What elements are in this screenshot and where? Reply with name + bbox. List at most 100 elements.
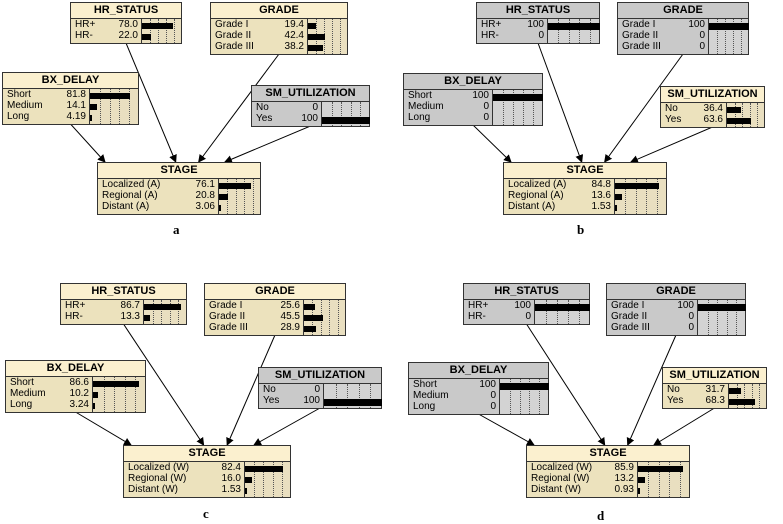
state-row[interactable]: Localized (A)76.1 bbox=[98, 179, 218, 190]
probability-bars bbox=[323, 384, 382, 408]
state-name: Long bbox=[408, 112, 431, 123]
bar-gridline bbox=[124, 377, 126, 412]
probability-bars bbox=[614, 179, 666, 214]
state-row[interactable]: HR+86.7 bbox=[61, 300, 143, 311]
bar-gridline bbox=[658, 462, 660, 497]
state-value: 1.53 bbox=[591, 201, 611, 212]
state-row[interactable]: HR+100 bbox=[464, 300, 534, 311]
state-row[interactable]: HR-22.0 bbox=[71, 30, 141, 41]
state-row[interactable]: HR-0 bbox=[477, 30, 547, 41]
state-value: 0 bbox=[688, 322, 694, 333]
state-row[interactable]: HR-0 bbox=[464, 311, 534, 322]
state-row[interactable]: Distant (W)1.53 bbox=[124, 484, 244, 495]
state-row[interactable]: Regional (W)13.2 bbox=[527, 473, 637, 484]
dependency-edge bbox=[472, 124, 512, 163]
state-row[interactable]: Localized (A)84.8 bbox=[504, 179, 614, 190]
bar-gridline bbox=[509, 379, 511, 414]
state-row[interactable]: Distant (A)1.53 bbox=[504, 201, 614, 212]
bar-gridline bbox=[742, 103, 744, 127]
probability-bar bbox=[548, 22, 600, 30]
state-row[interactable]: Regional (A)13.6 bbox=[504, 190, 614, 201]
state-name: Medium bbox=[408, 101, 444, 112]
probability-bars bbox=[726, 103, 764, 127]
state-value: 16.0 bbox=[221, 473, 241, 484]
state-row[interactable]: Distant (W)0.93 bbox=[527, 484, 637, 495]
state-row[interactable]: HR+78.0 bbox=[71, 19, 141, 30]
bar-gridline bbox=[557, 300, 558, 324]
bar-gridline bbox=[329, 300, 331, 335]
panel-label: c bbox=[203, 506, 209, 521]
bar-gridline bbox=[370, 384, 372, 408]
state-name: Grade II bbox=[209, 311, 246, 322]
state-row[interactable]: HR-13.3 bbox=[61, 311, 143, 322]
state-row[interactable]: Distant (A)3.06 bbox=[98, 201, 218, 212]
state-name: Short bbox=[7, 89, 31, 100]
state-row[interactable]: Regional (A)20.8 bbox=[98, 190, 218, 201]
state-name: No bbox=[256, 102, 269, 113]
state-row[interactable]: Localized (W)82.4 bbox=[124, 462, 244, 473]
node-title: GRADE bbox=[211, 3, 347, 19]
state-row[interactable]: Localized (W)85.9 bbox=[527, 462, 637, 473]
dependency-edge bbox=[253, 407, 321, 446]
state-row[interactable]: HR+100 bbox=[477, 19, 547, 30]
state-value: 13.2 bbox=[614, 473, 634, 484]
state-row[interactable]: Regional (W)16.0 bbox=[124, 473, 244, 484]
bar-gridline bbox=[331, 102, 333, 126]
